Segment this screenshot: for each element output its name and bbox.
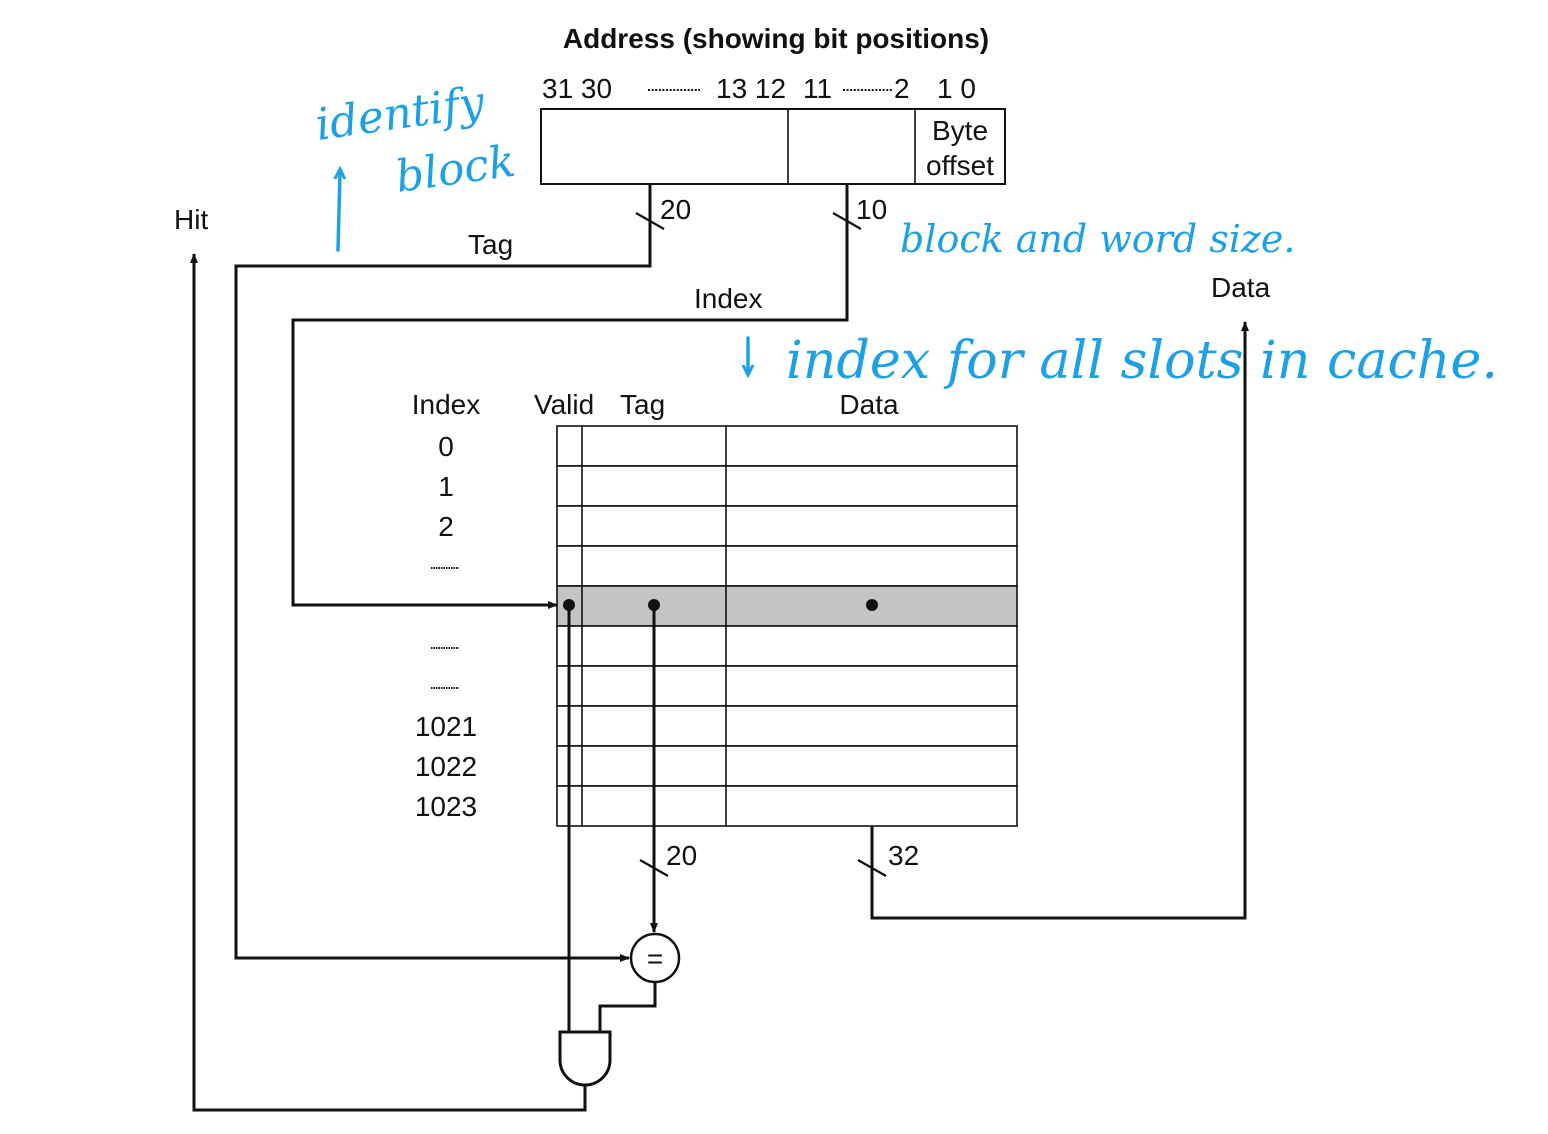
bit-label-1-0: 1 0 <box>937 73 976 104</box>
cache-row <box>556 505 1018 547</box>
cache-row <box>556 465 1018 507</box>
header-valid: Valid <box>534 389 594 420</box>
row-index-label: 1 <box>438 471 454 502</box>
data-width-label: 32 <box>888 840 919 871</box>
index-width-slash <box>832 212 862 230</box>
cache-row <box>556 745 1018 787</box>
bit-label-31-30: 31 30 <box>542 73 612 104</box>
row-index-label: 0 <box>438 431 454 462</box>
index-wire <box>291 184 849 609</box>
annotation-block-word-size: block and word size. <box>900 217 1296 261</box>
byte-offset-label-line2: offset <box>926 150 994 181</box>
tag-width-slash <box>635 212 665 230</box>
annotation-index-slots: index for all slots in cache. <box>786 331 1498 391</box>
header-data: Data <box>839 389 899 420</box>
tag-wire <box>234 184 652 962</box>
cache-row <box>556 545 1018 587</box>
hit-wire <box>190 253 587 1112</box>
header-index: Index <box>412 389 481 420</box>
cache-row <box>556 665 1018 707</box>
data-out-label: Data <box>1211 272 1271 303</box>
cache-row <box>556 705 1018 747</box>
byte-offset-label-line1: Byte <box>932 115 988 146</box>
annotation-up-arrow <box>338 172 340 252</box>
and-gate <box>558 1030 612 1087</box>
header-tag: Tag <box>620 389 665 420</box>
comparator-symbol: = <box>647 943 663 974</box>
annotation-block: block <box>392 136 518 203</box>
valid-junction-dot <box>563 599 575 611</box>
cache-row <box>556 425 1018 467</box>
tag-wire-label: Tag <box>468 229 513 260</box>
annotation-identify: identify <box>312 77 488 151</box>
cache-row <box>556 625 1018 667</box>
row-index-label: 1022 <box>415 751 477 782</box>
row-index-label: 1021 <box>415 711 477 742</box>
bit-label-11: 11 <box>803 73 832 104</box>
cache-row-selected <box>556 585 1018 627</box>
tag-junction-dot <box>648 599 660 611</box>
comparator-output-wire <box>598 982 657 1032</box>
hit-label: Hit <box>174 204 208 235</box>
row-index-label: 1023 <box>415 791 477 822</box>
tag-width-label: 20 <box>660 194 691 225</box>
index-width-label: 10 <box>856 194 887 225</box>
data-width-slash <box>857 859 887 877</box>
identify-block-annotation: identify block <box>312 77 518 252</box>
index-slots-annotation: index for all slots in cache. <box>748 331 1498 391</box>
bit-label-2: 2 <box>894 73 910 104</box>
cache-row <box>556 785 1018 827</box>
cache-tag-width-label: 20 <box>666 840 697 871</box>
index-wire-label: Index <box>694 283 763 314</box>
diagram-title: Address (showing bit positions) <box>563 23 989 54</box>
address-register <box>540 108 1006 185</box>
bit-label-13-12: 13 12 <box>716 73 786 104</box>
data-junction-dot <box>866 599 878 611</box>
cache-table: 0 1 2 1021 1022 1023 <box>415 425 1018 827</box>
row-index-label: 2 <box>438 511 454 542</box>
cache-tag-width-slash <box>639 859 669 877</box>
